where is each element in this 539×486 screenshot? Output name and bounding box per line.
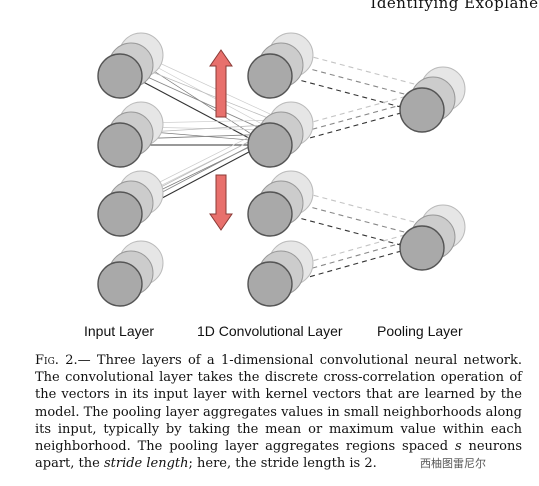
down-arrow-icon <box>209 174 233 231</box>
conv-layer-nodes <box>247 32 314 307</box>
pool-node <box>399 66 466 133</box>
pool-node <box>399 204 466 271</box>
caption-dash: — <box>77 353 97 368</box>
conv-node <box>247 32 314 99</box>
conv-pool-edge <box>283 75 413 111</box>
caption-term-stride: stride length <box>103 456 189 472</box>
input-conv-edge <box>131 63 284 125</box>
input-conv-edge <box>131 75 263 146</box>
cnn-diagram <box>97 32 466 307</box>
conv-pool-edge <box>294 202 424 238</box>
running-title: Identifying Exoplanet <box>370 0 539 12</box>
input-node <box>97 101 164 168</box>
pooling-layer-nodes <box>399 66 466 271</box>
pooling-layer-label: Pooling Layer <box>377 323 463 339</box>
conv-node <box>247 101 314 168</box>
caption-text-3: ; here, the stride length is 2. <box>188 456 377 472</box>
input-layer-nodes <box>97 32 164 307</box>
input-layer-label: Input Layer <box>84 323 155 339</box>
conv-pool-edge <box>283 213 413 249</box>
conv-node <box>247 170 314 237</box>
input-node <box>97 170 164 237</box>
conv-layer-label: 1D Convolutional Layer <box>197 323 343 339</box>
figure-caption: Fig. 2.— Three layers of a 1-dimensional… <box>35 352 522 472</box>
figure-label: Fig. 2. <box>35 353 78 368</box>
caption-var-s: s <box>454 439 462 455</box>
input-node <box>97 240 164 307</box>
direction-arrows <box>209 49 233 231</box>
input-conv-edge <box>131 69 274 135</box>
up-arrow-icon <box>209 49 233 118</box>
conv-node <box>247 240 314 307</box>
running-header: Identifying Exoplanet <box>0 0 539 14</box>
conv-pool-edge <box>294 64 424 100</box>
caption-text-2: neurons apart, the <box>35 439 522 472</box>
watermark: 西柚图雷尼尔 <box>418 455 488 471</box>
input-conv-edge <box>139 119 284 124</box>
input-node <box>97 32 164 99</box>
caption-text-1: Three layers of a 1-dimensional convolut… <box>35 353 522 455</box>
conv-pool-edge <box>304 54 434 90</box>
input-conv-edge <box>139 53 284 121</box>
conv-pool-edge <box>304 192 434 228</box>
